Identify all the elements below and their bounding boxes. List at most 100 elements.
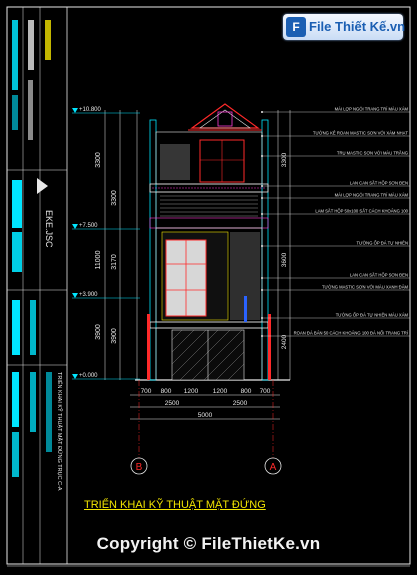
edge-marker [268,314,271,380]
title-block-text-bar [46,372,52,452]
title-block-text-bar [12,372,19,427]
title-block-text-bar [30,300,36,355]
watermark-logo: F File Thiết Kế.vn [283,14,406,40]
title-block-frame [6,6,68,565]
grid-axes: B A [130,380,282,475]
hatch-line [215,351,245,381]
annotation-note: TƯỜNG ỐP ĐÁ TỰ NHIÊN MÀU XÁM [336,313,409,318]
level-marker: +10.800 [72,107,140,114]
dimension-label: 3300 [281,152,288,167]
annotation-note: MÁI LỢP NGÓI TRANG TRÍ MÀU XÁM [335,193,409,198]
leader-dot [261,213,263,215]
title-block: EKE.JSC TRIỂN KHAI KỸ THUẬT MẶT ĐỨNG TRỤ… [6,6,68,565]
annotation-note: TƯỜNG KẺ ROAN MASTIC SƠN VỚI XÁM NHẠT [313,131,409,136]
building-facade [135,103,290,381]
second-floor [155,191,263,229]
annotation-note: ROAN ĐÁ BẢN 50 CÁCH KHOẢNG 100 ĐÁ NỐI TR… [294,331,409,336]
dimension-label: 2500 [165,400,180,407]
annotation-note: LAM SẮT HỘP 50x100 SẮT CÁCH KHOẢNG 100 [315,209,408,214]
dimension-label: 700 [260,388,271,395]
company-logo-icon [37,178,48,194]
level-triangle-icon [72,374,78,379]
logo-text: File Thiết Kế.vn [309,19,406,34]
dimension-label: 800 [241,388,252,395]
level-triangle-icon [72,293,78,298]
sheet-label: TRIỂN KHAI KỸ THUẬT MẶT ĐỨNG TRỤC C-A [56,372,63,491]
stone-wall-panel [160,144,190,180]
title-block-text-bar [12,180,22,228]
level-marker: +0.000 [72,373,140,380]
company-name: EKE.JSC [44,210,54,248]
hatch-line [227,363,245,381]
hatch-line [171,329,219,377]
bottom-dimensions: 700 800 1200 1200 800 700 2500 2500 5000 [130,388,280,420]
dimension-label: 2400 [281,334,288,349]
annotation-note: MÁI LỢP NGÓI TRANG TRÍ MÀU XÁM [335,107,409,112]
annotation-note: TƯỜNG MASTIC SƠN VỚI MÀU XANH ĐẬM [322,285,409,290]
edge-marker [147,314,150,380]
grid-label-a: A [270,462,277,473]
leader-dot [261,135,263,137]
leader-dot [261,111,263,113]
hatch-line [171,329,183,341]
door-hatch [171,329,245,381]
louvre-panel [160,195,258,217]
title-block-text-bar [12,232,22,272]
hatch-line [179,329,231,381]
leader-dot [261,185,263,187]
left-dimensions: 3300 11000 3900 3300 3170 3900 +10.800 +… [72,107,140,380]
hatch-line [171,329,195,353]
title-block-text-bar [28,80,33,140]
leader-dot [261,245,263,247]
dimension-label: 1200 [213,388,228,395]
annotation-note: LAN CAN SẮT HỘP SƠN ĐEN [350,273,408,278]
title-block-text-bar [12,432,19,477]
annotation-note: TRỤ MASTIC SƠN VỚI MÀU TRẮNG [337,151,408,156]
level-triangle-icon [72,224,78,229]
level-label: +0.000 [79,373,98,379]
logo-mark-icon: F [286,17,306,37]
grid-label-b: B [136,462,143,473]
lower-railing [149,217,269,229]
hatch-line [171,329,207,365]
dimension-label: 5000 [198,412,213,419]
dimension-label: 800 [161,388,172,395]
leader-dot [261,335,263,337]
dimension-label: 3300 [95,152,102,168]
leader-dot [261,155,263,157]
panel-blue [244,296,247,322]
dimension-label: 3300 [111,190,118,206]
dimension-label: 3170 [111,254,118,270]
side-column [261,119,269,381]
hatch-line [203,339,245,381]
annotation-note: LAN CAN SẮT HỘP SƠN ĐEN [350,181,408,186]
annotation-note: TƯỜNG ỐP ĐÁ TỰ NHIÊN [356,241,408,246]
roof-gable [190,103,260,129]
title-block-text-bar [12,95,18,130]
dimension-label: 3600 [281,252,288,267]
drawing-title: TRIỂN KHAI KỸ THUẬT MẶT ĐỨNG [84,499,266,511]
copyright-watermark: Copyright © FileThietKe.vn [96,534,321,553]
annotation-group: MÁI LỢP NGÓI TRANG TRÍ MÀU XÁM TƯỜNG KẺ R… [261,107,410,337]
leader-dot [261,317,263,319]
level-label: +10.800 [79,107,102,113]
level-label: +7.500 [79,223,98,229]
title-block-text-bar [12,300,20,355]
title-block-text-bar [45,20,51,60]
dimension-label: 11000 [95,250,102,269]
dimension-label: 2500 [233,400,248,407]
level-triangle-icon [72,108,78,113]
hatch-line [191,329,243,381]
grid-bubble-a [264,457,282,475]
leader-dot [261,289,263,291]
side-column [149,119,157,381]
dimension-label: 1200 [184,388,199,395]
dimension-label: 3900 [95,324,102,340]
grid-bubble-b [130,457,148,475]
level-label: +3.900 [79,292,98,298]
title-block-text-bar [12,20,18,90]
right-dimensions: 3300 3600 2400 [277,110,291,380]
dimension-label: 700 [141,388,152,395]
level-marker: +7.500 [72,223,140,230]
